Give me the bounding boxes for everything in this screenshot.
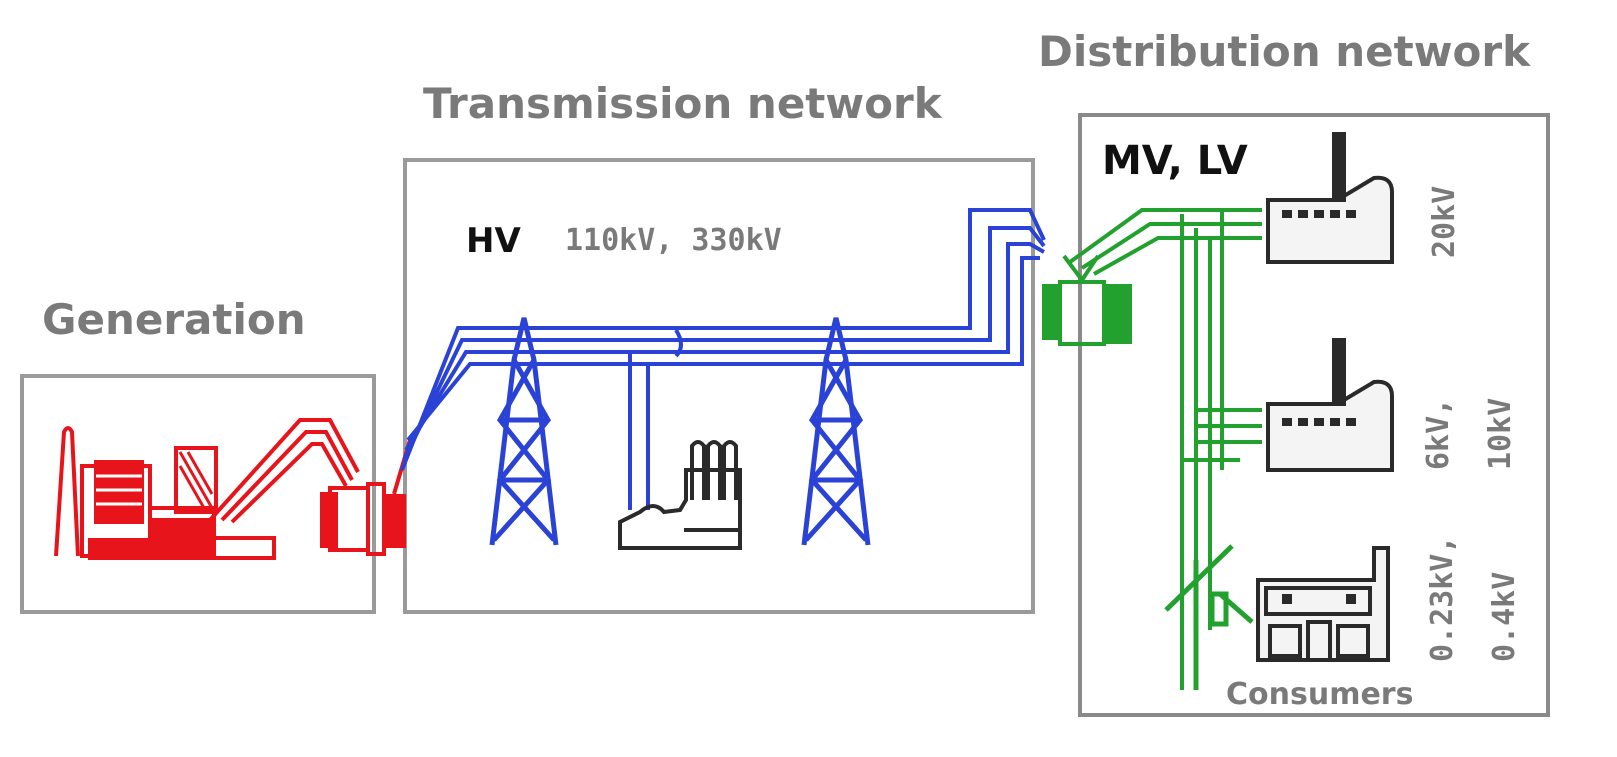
- generation-title: Generation: [42, 295, 306, 344]
- transmission-title: Transmission network: [423, 79, 943, 128]
- transmission-lines: [400, 208, 1046, 510]
- generation-frame: [20, 374, 376, 614]
- power-plant-icon: [54, 418, 412, 560]
- consumers-label: Consumers: [1226, 677, 1413, 712]
- transmission-tower-icon: [489, 317, 559, 546]
- voltage-6kv-label: 6kV,: [1421, 398, 1456, 470]
- transmission-frame: [403, 158, 1035, 614]
- transmission-tower-icon: [801, 317, 871, 546]
- hv-voltage-label: 110kV, 330kV: [565, 223, 782, 258]
- voltage-10kv-label: 10kV: [1483, 398, 1518, 470]
- voltage-0-4kv-label: 0.4kV: [1487, 572, 1522, 662]
- factory-icon: [1266, 338, 1394, 472]
- voltage-20kv-label: 20kV: [1427, 186, 1462, 258]
- utility-pole-icon: [1164, 544, 1254, 690]
- distribution-frame: [1078, 113, 1550, 717]
- hv-label: HV: [466, 221, 521, 261]
- factory-icon: [1266, 132, 1394, 264]
- mv-lv-label: MV, LV: [1102, 138, 1248, 184]
- industrial-plant-icon: [618, 440, 742, 550]
- voltage-0-23kv-label: 0.23kV,: [1425, 536, 1460, 662]
- house-icon: [1256, 546, 1390, 662]
- distribution-title: Distribution network: [1038, 27, 1531, 76]
- transformer-icon: [1042, 254, 1132, 346]
